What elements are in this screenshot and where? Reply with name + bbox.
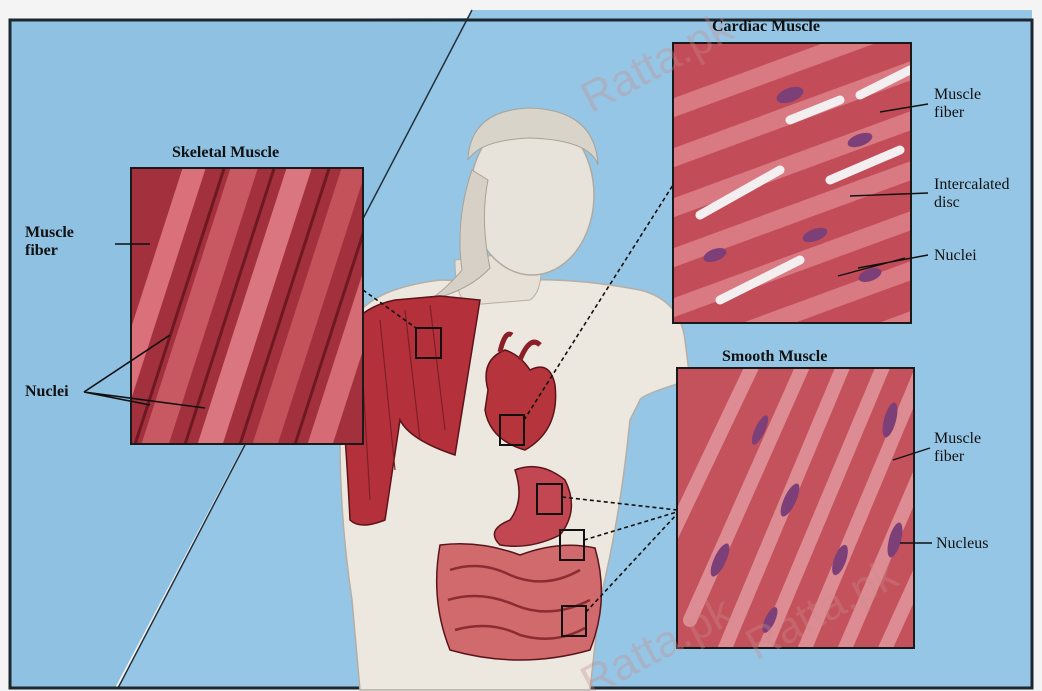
skeletal-title: Skeletal Muscle (172, 144, 279, 162)
smooth-nucleus-label: Nucleus (936, 535, 988, 553)
skeletal-nuclei-label: Nuclei (25, 383, 69, 401)
cardiac-nuclei-label: Nuclei (934, 247, 977, 265)
smooth-fiber-label: Muscle fiber (934, 430, 981, 466)
intestines (437, 544, 602, 660)
smooth-title: Smooth Muscle (722, 348, 827, 366)
cardiac-fiber-label: Muscle fiber (934, 86, 981, 122)
skeletal-fiber-label: Muscle fiber (25, 224, 74, 260)
cardiac-title: Cardiac Muscle (712, 18, 820, 36)
cardiac-disc-label: Intercalated disc (934, 176, 1010, 212)
